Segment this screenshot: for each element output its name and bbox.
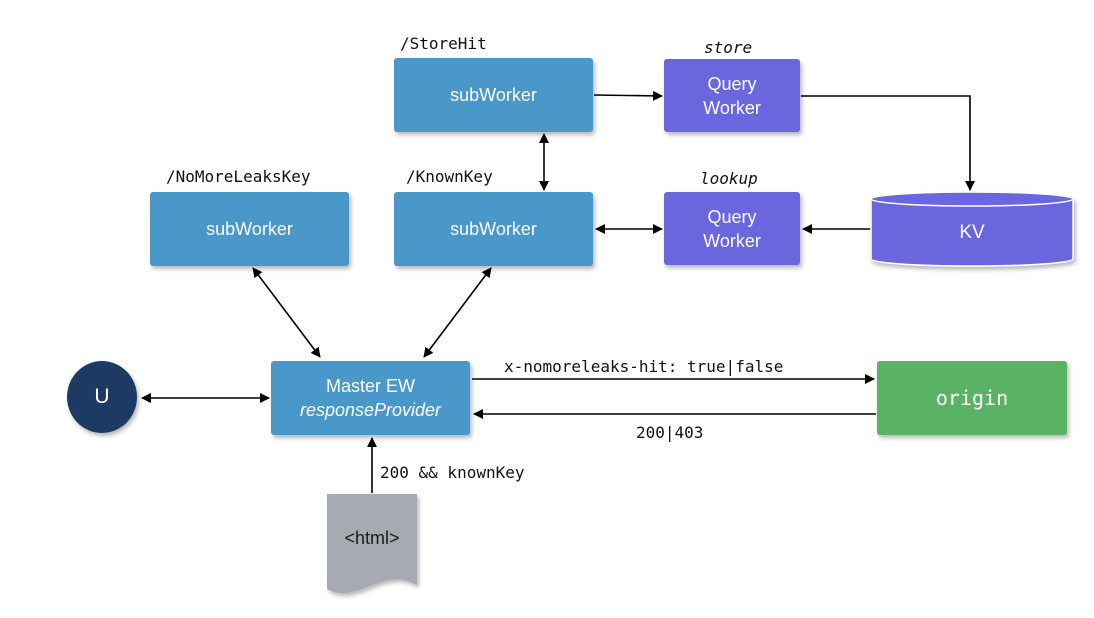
store-query-worker-line1: Query: [707, 73, 757, 94]
kv-node-label[interactable]: KV: [959, 222, 985, 243]
html-document-label: <html>: [344, 528, 400, 548]
store-operation-label: store: [704, 38, 753, 57]
knownkey-route-label: /KnownKey: [406, 167, 493, 186]
edge-nomoreleaks-master-bidir: [252, 267, 321, 358]
nomoreleaks-subworker-node[interactable]: subWorker: [150, 192, 349, 266]
status-codes-label: 200|403: [636, 423, 704, 442]
storehit-subworker-node[interactable]: subWorker: [394, 58, 593, 132]
master-ew-title: Master EW: [325, 376, 415, 396]
storehit-route-label: /StoreHit: [400, 34, 487, 53]
nomoreleakskey-route-label: /NoMoreLeaksKey: [166, 167, 311, 186]
origin-node[interactable]: origin: [877, 361, 1067, 435]
knownkey-subworker-node[interactable]: subWorker: [394, 192, 593, 266]
kv-cylinder-icon: [870, 191, 1074, 267]
lookup-query-worker-node[interactable]: Query Worker: [664, 192, 800, 265]
storehit-subworker-label: subWorker: [450, 84, 537, 105]
master-ew-subtitle: responseProvider: [299, 400, 442, 420]
lookup-query-worker-line1: Query: [707, 206, 757, 227]
knownkey-subworker-label: subWorker: [450, 218, 537, 239]
store-query-worker-node[interactable]: Query Worker: [664, 59, 800, 132]
hit-header-label: x-nomoreleaks-hit: true|false: [504, 357, 784, 376]
edge-store-query-to-kv: [801, 95, 975, 191]
nomoreleaks-subworker-label: subWorker: [206, 218, 293, 239]
master-ew-node[interactable]: Master EW responseProvider: [271, 361, 470, 435]
store-query-worker-line2: Worker: [703, 97, 761, 118]
lookup-query-worker-line2: Worker: [703, 230, 761, 251]
html-document-icon: [327, 494, 417, 594]
user-node-label: U: [94, 385, 110, 408]
user-node[interactable]: U: [67, 361, 137, 433]
condition-label: 200 && knownKey: [380, 463, 525, 482]
edge-knownkey-master-bidir: [423, 267, 492, 358]
origin-node-label: origin: [935, 386, 1009, 410]
edge-storehit-to-store-query: [593, 90, 663, 101]
lookup-operation-label: lookup: [700, 169, 758, 188]
